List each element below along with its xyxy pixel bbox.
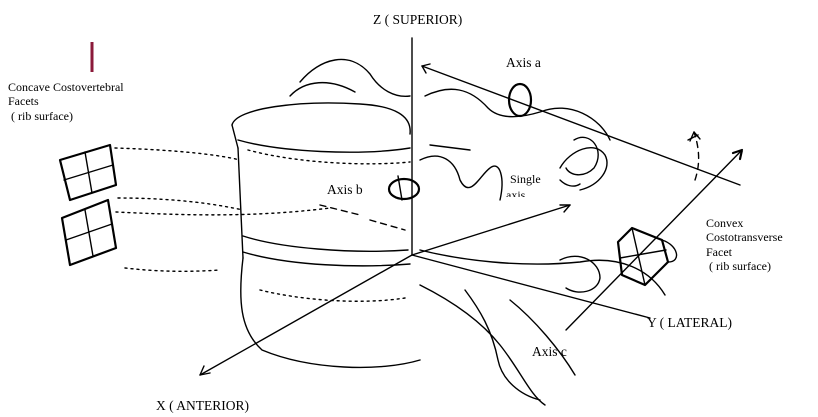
- x-axis-line: [200, 255, 412, 375]
- concave-facets-label: Concave Costovertebral Facets ( rib surf…: [8, 80, 124, 123]
- convex-line-4: ( rib surface): [706, 259, 783, 273]
- concave-facets-drawing: [60, 145, 405, 271]
- axis-b-label: Axis b: [327, 182, 363, 198]
- concave-line-2: Facets: [8, 94, 124, 108]
- axis-a-label: Axis a: [506, 55, 541, 71]
- x-axis-label: X ( ANTERIOR): [156, 398, 249, 414]
- single-axis-label-line1: Single: [510, 172, 541, 186]
- single-axis-arrow-line: [412, 205, 570, 255]
- z-axis-label: Z ( SUPERIOR): [373, 12, 462, 28]
- axis-b: [389, 176, 419, 200]
- single-axis-label-line2: axis: [506, 188, 525, 197]
- convex-facet-drawing: [618, 228, 677, 285]
- convex-line-3: Facet: [706, 245, 783, 259]
- convex-line-1: Convex: [706, 216, 783, 230]
- y-axis-label: Y ( LATERAL): [647, 315, 732, 331]
- axis-a: [422, 64, 740, 186]
- convex-line-2: Costotransverse: [706, 230, 783, 244]
- convex-facet-label: Convex Costotransverse Facet ( rib surfa…: [706, 216, 783, 274]
- concave-line-1: Concave Costovertebral: [8, 80, 124, 94]
- axis-c-label: Axis c: [532, 344, 567, 360]
- coordinate-axes: [200, 38, 650, 375]
- concave-line-3: ( rib surface): [8, 109, 124, 123]
